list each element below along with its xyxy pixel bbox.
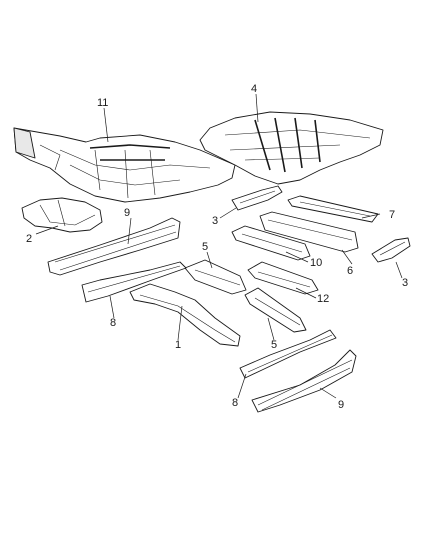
front-floor-pan [13,127,236,203]
callout-4: 4 [251,83,257,95]
callout-7: 7 [389,209,395,221]
sill-reinforcement-lower [239,329,337,379]
callout-10: 10 [310,257,322,269]
crossmember-12 [247,261,319,295]
floor-tunnel-panel [21,197,103,233]
callout-3-left: 3 [212,215,218,227]
callout-1: 1 [175,339,181,351]
callout-8-upper: 8 [110,317,116,329]
callout-6: 6 [347,265,353,277]
callout-5-lower: 5 [271,339,277,351]
callout-3-right: 3 [402,277,408,289]
sill-reinforcement-upper [81,261,187,303]
crossmember-5-upper [184,259,247,295]
callout-9-upper: 9 [124,207,130,219]
rear-floor-pan [199,111,384,185]
callout-5-upper: 5 [202,241,208,253]
callout-labels: 11 4 2 9 3 7 5 10 6 3 12 8 1 5 8 9 [26,83,408,411]
callout-11: 11 [97,97,108,109]
callout-12: 12 [317,293,329,305]
crossmember-6 [259,211,359,253]
bracket-right [371,237,411,263]
callout-9-lower: 9 [338,399,344,411]
rear-crossmember [287,195,379,223]
crossmember-10 [231,225,311,261]
crossmember-5-lower [244,287,307,333]
center-crossmember [129,283,241,347]
right-sill-lower [251,349,357,413]
leader-lines [35,93,403,399]
callout-8-lower: 8 [232,397,238,409]
callout-2: 2 [26,233,32,245]
left-sill-upper [47,217,181,276]
bracket-left-upper [231,185,283,211]
